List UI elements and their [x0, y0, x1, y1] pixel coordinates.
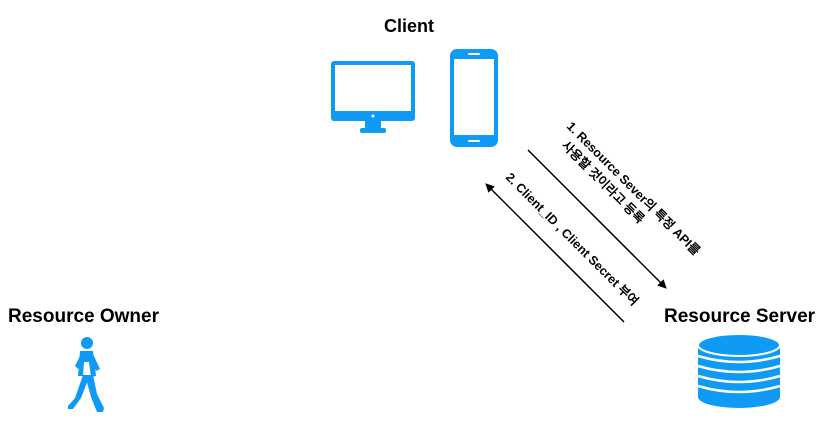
resource-owner-label: Resource Owner — [8, 306, 159, 327]
request-arrow — [527, 149, 667, 289]
response-arrow — [485, 183, 625, 323]
client-label: Client — [384, 16, 435, 36]
resource-server-label: Resource Server — [664, 306, 816, 327]
walking-person-icon — [68, 337, 104, 412]
smartphone-icon — [450, 49, 498, 147]
database-icon — [697, 333, 781, 408]
desktop-monitor-icon — [331, 61, 415, 133]
step-1-line-1: 1. Resource Sever의 특정 API를 — [564, 119, 704, 259]
